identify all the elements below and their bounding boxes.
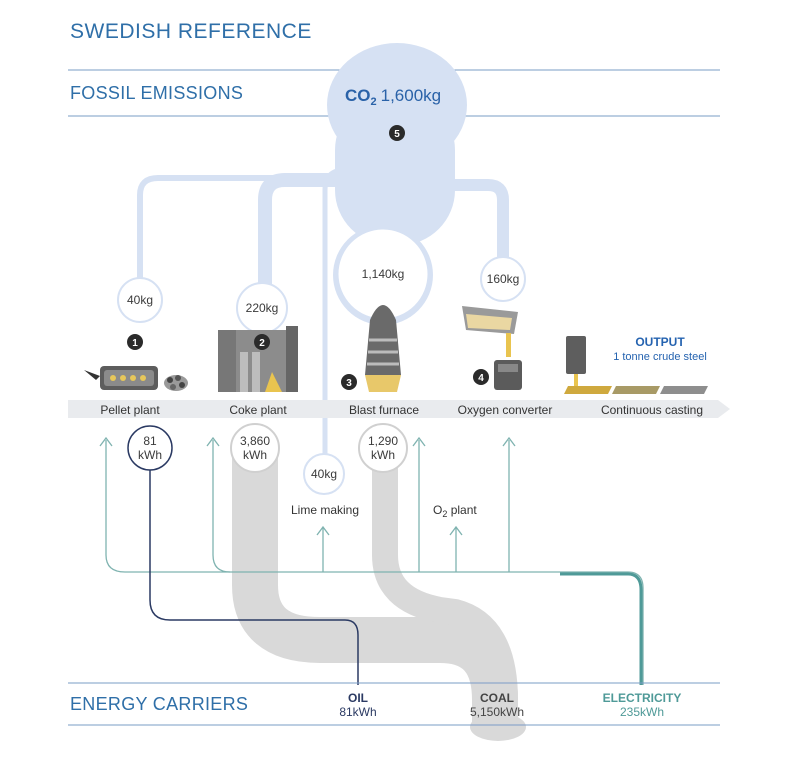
diagram-title: SWEDISH REFERENCE (70, 20, 312, 43)
carrier-coal-value: 5,150kWh (470, 705, 524, 719)
energy-bubble-pellet: 81 kWh (127, 425, 173, 471)
svg-text:40kg: 40kg (311, 467, 337, 481)
svg-text:3,860: 3,860 (240, 434, 270, 448)
svg-text:kWh: kWh (138, 448, 162, 462)
output-desc: 1 tonne crude steel (613, 351, 707, 363)
carrier-coal-label: COAL (480, 691, 514, 705)
oil-line (149, 468, 359, 685)
energy-bubble-coke: 3,860 kWh (230, 423, 280, 473)
svg-text:81: 81 (143, 434, 157, 448)
svg-text:kWh: kWh (243, 448, 267, 462)
coal-flow-end (470, 713, 526, 741)
oxygen-converter-icon (462, 306, 522, 390)
section-energy-carriers: ENERGY CARRIERS (70, 694, 248, 714)
step-badge-4: 4 (473, 369, 489, 385)
electricity-trunk (560, 572, 643, 685)
coal-flow (232, 455, 518, 725)
step-badge-1: 1 (127, 334, 143, 350)
step-badge-5: 5 (389, 125, 405, 141)
step-badge-2: 2 (254, 334, 270, 350)
svg-text:1,290: 1,290 (368, 434, 398, 448)
svg-text:220kg: 220kg (246, 301, 279, 315)
label-continuous-casting: Continuous casting (601, 403, 703, 417)
continuous-casting-icon (564, 336, 708, 394)
label-coke-plant: Coke plant (229, 403, 287, 417)
svg-text:3: 3 (346, 378, 352, 389)
svg-text:5: 5 (394, 129, 400, 140)
pellet-plant-icon (84, 366, 188, 391)
carrier-oil-value: 81kWh (339, 705, 376, 719)
emission-bubble-oxygen: 160kg (480, 256, 526, 302)
emission-bubble-pellet: 40kg (117, 277, 163, 323)
label-pellet-plant: Pellet plant (100, 403, 160, 417)
svg-text:kWh: kWh (371, 448, 395, 462)
emission-bubble-lime: 40kg (303, 453, 345, 495)
label-oxygen-converter: Oxygen converter (458, 403, 553, 417)
electricity-lines (105, 440, 644, 685)
label-blast-furnace: Blast furnace (349, 403, 419, 417)
electricity-arrowheads (99, 436, 516, 536)
process-bar (68, 400, 730, 418)
svg-text:160kg: 160kg (487, 272, 520, 286)
emission-bubble-coke: 220kg (236, 282, 288, 334)
carrier-oil-label: OIL (348, 691, 368, 705)
step-badge-3: 3 (341, 374, 357, 390)
section-fossil-emissions: FOSSIL EMISSIONS (70, 83, 243, 103)
svg-text:4: 4 (478, 373, 484, 384)
label-lime-making: Lime making (291, 503, 359, 517)
svg-text:1: 1 (132, 338, 138, 349)
carrier-electricity-label: ELECTRICITY (603, 691, 682, 705)
svg-text:40kg: 40kg (127, 293, 153, 307)
svg-text:2: 2 (259, 338, 265, 349)
carrier-electricity-value: 235kWh (620, 705, 664, 719)
energy-bubble-blast: 1,290 kWh (358, 423, 408, 473)
blast-furnace-icon (365, 305, 401, 392)
svg-text:1,140kg: 1,140kg (362, 267, 405, 281)
output-label: OUTPUT (635, 335, 685, 349)
label-o2-plant: O2 plant (433, 503, 477, 519)
